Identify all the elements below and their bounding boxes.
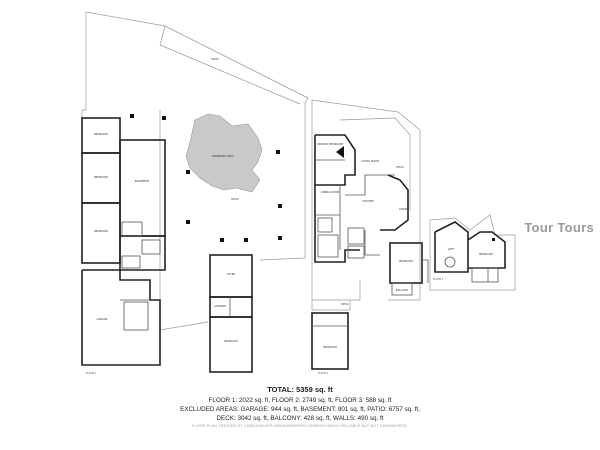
- room-label: BEDROOM: [323, 345, 337, 349]
- floor-3-plan: FLOOR 3 LOFT BEDROOM: [429, 214, 516, 291]
- room-label: BASEMENT: [135, 179, 150, 183]
- excluded-areas-continued: DECK: 3042 sq. ft, BALCONY: 428 sq. ft, …: [216, 415, 384, 422]
- room-label: LOFT: [448, 247, 455, 251]
- room-label: DECK: [396, 165, 403, 169]
- room-label: LIVING ROOM: [361, 159, 379, 163]
- room-label: DINING ROOM: [321, 190, 339, 194]
- watermark-logo: Tour Tours: [524, 220, 594, 235]
- disclaimer-text: FLOOR PLAN CREATED BY CUBICASA APP. MEAS…: [192, 424, 408, 428]
- floor-areas: FLOOR 1: 2022 sq. ft, FLOOR 2: 2749 sq. …: [208, 397, 392, 404]
- floor-label-3: FLOOR 3: [433, 278, 444, 281]
- room-label: BEDROOM: [94, 229, 108, 233]
- room-label: LAUNDRY: [214, 304, 227, 308]
- room-label: FOYER: [227, 272, 236, 276]
- excluded-areas: EXCLUDED AREAS: GARAGE: 944 sq. ft, BASE…: [180, 406, 420, 413]
- room-label: BEDROOM: [224, 339, 238, 343]
- floor-1-plan: FLOOR 1 PATIO BEDROOM BEDROOM BEDROOM BA…: [81, 11, 309, 375]
- room-label: BEDROOM: [94, 132, 108, 136]
- room-label: BEDROOM: [94, 175, 108, 179]
- room-label: SWIMMING POOL: [212, 154, 235, 158]
- area-summary: TOTAL: 5359 sq. ft FLOOR 1: 2022 sq. ft,…: [0, 385, 600, 428]
- room-label: BALCONY: [396, 288, 409, 292]
- room-label: BEDROOM: [479, 252, 493, 256]
- room-label: GARAGE: [97, 317, 108, 321]
- swimming-pool-shape: [185, 113, 263, 193]
- pillars: [130, 114, 282, 242]
- room-label: PRIMARY BEDROOM: [317, 142, 343, 146]
- room-label: BEDROOM: [399, 259, 413, 263]
- floor-label-2: FLOOR 2: [318, 372, 329, 375]
- floor-label-1: FLOOR 1: [86, 372, 97, 375]
- room-label: KITCHEN: [362, 199, 373, 203]
- total-area: TOTAL: 5359 sq. ft: [267, 385, 333, 394]
- room-label: PATIO: [211, 57, 218, 61]
- room-label: DECK: [341, 302, 348, 306]
- room-label: PATIO: [231, 197, 238, 201]
- floor-2-plan: FLOOR 2 PRIMARY BEDROOM LIVING ROOM KITC…: [311, 99, 429, 375]
- room-label: DINING: [399, 207, 408, 211]
